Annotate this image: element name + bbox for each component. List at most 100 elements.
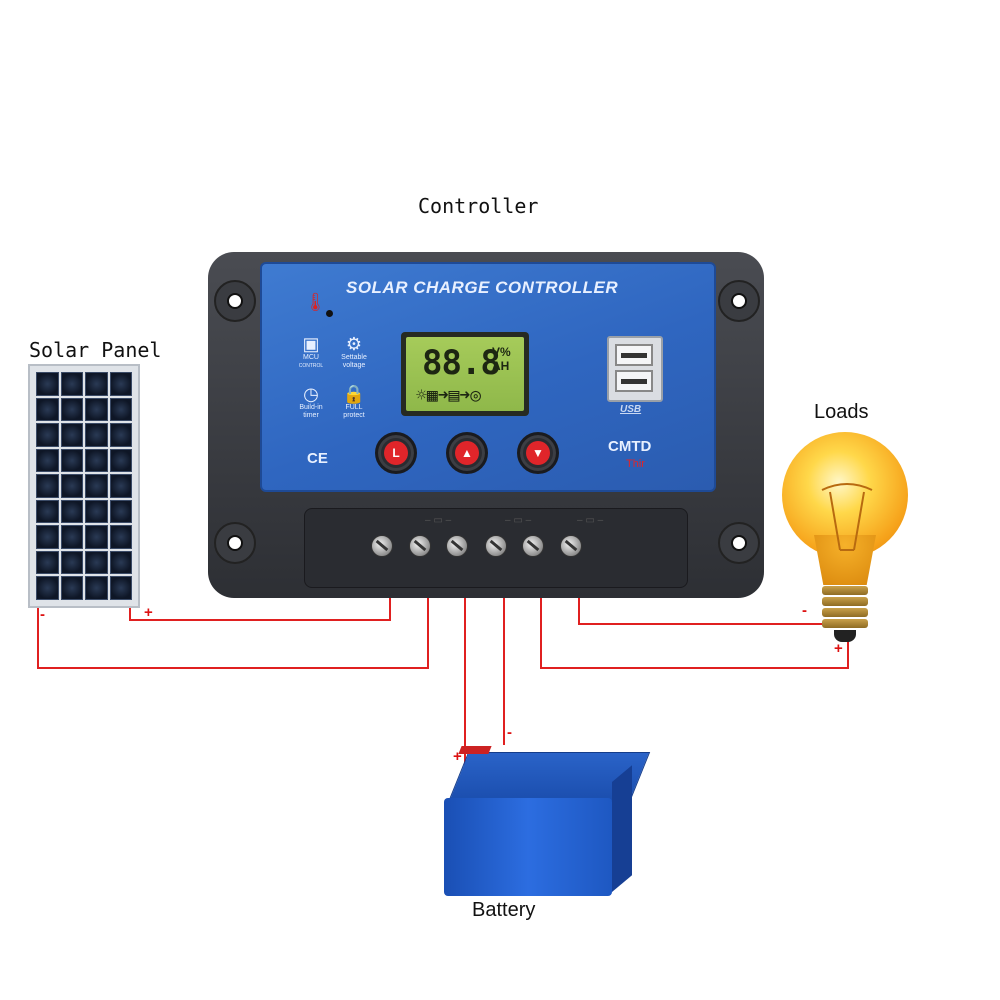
terminal-panel-minus[interactable] (409, 535, 431, 557)
up-arrow-icon: ▲ (455, 441, 479, 465)
brand-name: CMTD (608, 438, 652, 455)
controller-label: Controller (418, 194, 539, 218)
feature-text: FULL (345, 404, 363, 411)
menu-button-symbol: L (384, 441, 408, 465)
battery-terminal-mark: – ▭ – (505, 515, 532, 526)
solar-cell (109, 372, 132, 396)
solar-cell (60, 499, 83, 524)
battery-side (612, 765, 632, 892)
solar-panel (28, 364, 140, 608)
battery-icon: ▤ (448, 385, 460, 406)
solar-cell (36, 499, 59, 524)
battery-minus-label: - (507, 724, 512, 741)
solar-cell (109, 525, 132, 549)
feature-text: Settable (341, 354, 367, 361)
terminal-load-minus[interactable] (560, 535, 582, 557)
bulb-icon: ◎ (470, 385, 482, 406)
solar-cell (36, 550, 59, 575)
solar-cell (109, 499, 132, 524)
bulb-base-ring (822, 608, 868, 617)
panel-plus-label: + (144, 604, 153, 621)
lock-icon: 🔒 (342, 384, 366, 404)
mounting-hole-bottom-left (214, 522, 256, 564)
solar-cell (60, 448, 83, 473)
solar-cell (85, 499, 108, 524)
usb-port-1[interactable] (615, 344, 653, 366)
mcu-chip-icon: ▣ (302, 334, 320, 354)
solar-cell (60, 474, 83, 498)
solar-cell (60, 397, 83, 422)
up-button[interactable]: ▲ (446, 432, 488, 474)
solar-cell (85, 423, 108, 447)
gear-icon: ⚙ (345, 334, 363, 354)
usb-ports[interactable] (607, 336, 663, 402)
solar-cell (85, 474, 108, 498)
panel-minus-label: - (40, 606, 45, 623)
solar-cell (85, 372, 108, 396)
solar-cell-grid (36, 372, 132, 600)
bulb-base-tip (834, 630, 856, 642)
brand-sub: Thir (626, 458, 645, 470)
load-plus-wire (540, 566, 849, 669)
solar-cell (85, 525, 108, 549)
solar-panel-label: Solar Panel (29, 338, 162, 362)
menu-button[interactable]: L (375, 432, 417, 474)
solar-cell (36, 423, 59, 447)
panel-terminal-mark: – ▭ – (425, 515, 452, 526)
thermometer-icon: 🌡 (304, 292, 327, 312)
lcd-display: 88.8 V% AH ☼▦➜▤➜◎ (401, 332, 529, 416)
lcd-unit-top: V% (492, 345, 511, 359)
solar-cell (85, 397, 108, 422)
battery-plus-label: + (453, 748, 462, 765)
loads-label: Loads (814, 401, 869, 423)
feature-text: Build-in (299, 404, 323, 411)
solar-cell (60, 550, 83, 575)
solar-cell (109, 448, 132, 473)
battery-label: Battery (472, 899, 536, 921)
terminal-panel-plus[interactable] (371, 535, 393, 557)
usb-logo: USB (620, 404, 642, 415)
load-minus-label: - (802, 602, 807, 619)
terminal-load-plus[interactable] (522, 535, 544, 557)
sun-panel-icon: ☼▦ (416, 385, 438, 406)
panel-minus-wire (37, 566, 429, 669)
bulb-neck (814, 535, 876, 585)
solar-cell (109, 550, 132, 575)
down-button[interactable]: ▼ (517, 432, 559, 474)
charge-controller: SOLAR CHARGE CONTROLLER 🌡 ▣ MCU CONTROL … (208, 252, 764, 598)
feature-timer: ◷ Build-in timer (294, 384, 328, 420)
solar-cell (109, 423, 132, 447)
arrow-icon: ➜ (437, 385, 449, 406)
load-plus-label: + (834, 640, 843, 657)
feature-protect: 🔒 FULL protect (336, 384, 372, 420)
mounting-hole-top-left (214, 280, 256, 322)
solar-cell (36, 372, 59, 396)
arrow-icon: ➜ (459, 385, 471, 406)
feature-sub: timer (303, 412, 319, 419)
feature-sub: voltage (342, 362, 366, 369)
terminal-battery-plus[interactable] (446, 535, 468, 557)
solar-cell (85, 576, 108, 600)
solar-cell (60, 525, 83, 549)
usb-port-2[interactable] (615, 370, 653, 392)
bulb-base-ring (822, 619, 868, 628)
solar-cell (60, 372, 83, 396)
filament-icon (821, 483, 873, 551)
terminal-block: – ▭ – – ▭ – – ▭ – (304, 508, 688, 588)
load-terminal-mark: – ▭ – (577, 515, 604, 526)
energy-flow-icons: ☼▦➜▤➜◎ (416, 385, 481, 406)
ce-mark: CE (307, 450, 328, 467)
solar-cell (60, 576, 83, 600)
solar-cell (109, 576, 132, 600)
terminal-battery-minus[interactable] (485, 535, 507, 557)
solar-cell (60, 423, 83, 447)
solar-cell (85, 448, 108, 473)
solar-cell (109, 397, 132, 422)
lcd-unit-bottom: AH (492, 359, 510, 373)
bulb-base-ring (822, 597, 868, 606)
lcd-units: V% AH (492, 345, 511, 373)
feature-text: MCU (303, 354, 319, 361)
solar-cell (36, 576, 59, 600)
controller-title: SOLAR CHARGE CONTROLLER (346, 278, 619, 297)
solar-cell (36, 448, 59, 473)
